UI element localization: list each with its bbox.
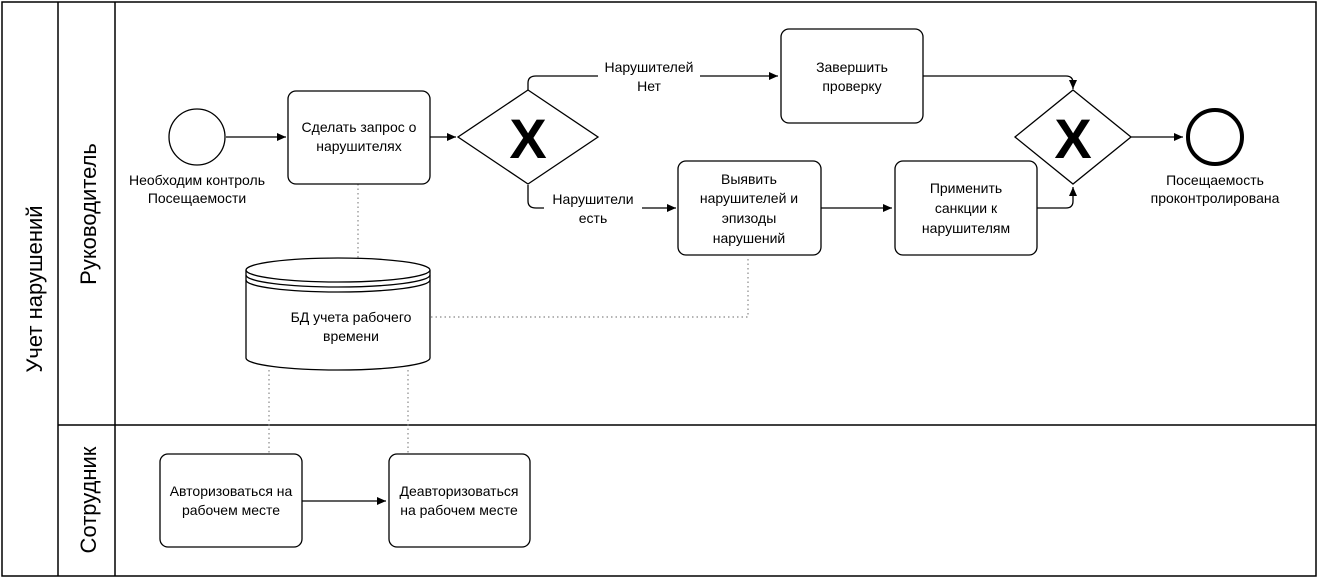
flow-label-has-violators: Нарушители есть xyxy=(544,189,642,227)
lane-title-employee: Сотрудник xyxy=(76,446,101,553)
end-event-label: Посещаемость проконтролирована xyxy=(1151,172,1280,206)
svg-text:Нет: Нет xyxy=(637,78,661,94)
svg-text:Деавторизоваться: Деавторизоваться xyxy=(400,483,519,499)
sequence-flows xyxy=(226,72,1183,505)
gateway-merge-x-icon: X xyxy=(1054,107,1091,170)
svg-text:проконтролирована: проконтролирована xyxy=(1151,190,1280,206)
svg-text:проверку: проверку xyxy=(822,78,881,94)
exclusive-gateway-merge[interactable] xyxy=(1013,89,1133,185)
task-identify-violators[interactable] xyxy=(677,160,822,256)
svg-text:на рабочем месте: на рабочем месте xyxy=(400,502,518,518)
svg-text:эпизоды: эпизоды xyxy=(722,210,777,226)
task-login-workplace-label: Авторизоваться на рабочем месте xyxy=(170,483,293,518)
exclusive-gateway-split[interactable] xyxy=(456,89,600,185)
datastore-work-time-db[interactable] xyxy=(245,257,431,371)
task-identify-violators-label: Выявить нарушителей и эпизоды нарушений xyxy=(700,171,798,246)
svg-text:нарушителях: нарушителях xyxy=(316,138,402,154)
task-finish-check-label: Завершить проверку xyxy=(816,59,888,94)
svg-text:нарушителям: нарушителям xyxy=(922,220,1010,236)
svg-text:есть: есть xyxy=(579,210,608,226)
svg-text:Авторизоваться на: Авторизоваться на xyxy=(170,483,293,499)
svg-text:санкции к: санкции к xyxy=(935,200,998,216)
svg-text:Применить: Применить xyxy=(930,180,1002,196)
task-finish-check[interactable] xyxy=(780,28,924,124)
task-apply-sanctions[interactable] xyxy=(894,160,1038,256)
svg-text:Выявить: Выявить xyxy=(721,171,777,187)
svg-text:нарушителей и: нарушителей и xyxy=(700,190,798,206)
task-apply-sanctions-label: Применить санкции к нарушителям xyxy=(922,180,1010,236)
svg-text:Нарушители: Нарушители xyxy=(552,191,633,207)
flow-finish-merge xyxy=(923,75,1077,89)
svg-text:Нарушителей: Нарушителей xyxy=(605,59,694,75)
lane-title-manager: Руководитель xyxy=(76,143,101,285)
end-event[interactable] xyxy=(1186,108,1244,166)
task-request-violators[interactable] xyxy=(287,90,431,185)
flow-sanctions-merge xyxy=(1037,187,1077,209)
pool-title: Учет нарушений xyxy=(22,205,47,372)
svg-text:нарушений: нарушений xyxy=(713,230,786,246)
svg-text:Посещаемость: Посещаемость xyxy=(1166,172,1264,188)
gateway-split-x-icon: X xyxy=(509,107,546,170)
svg-text:Посещаемости: Посещаемости xyxy=(148,190,246,206)
flow-gateway-identify xyxy=(527,185,676,212)
flow-gateway-finish xyxy=(527,72,778,92)
data-associations xyxy=(268,184,749,454)
svg-text:Необходим контроль: Необходим контроль xyxy=(129,172,265,188)
svg-text:Завершить: Завершить xyxy=(816,59,888,75)
datastore-db-icon xyxy=(245,257,431,283)
task-request-violators-label: Сделать запрос о нарушителях xyxy=(302,119,417,154)
task-logout-workplace-label: Деавторизоваться на рабочем месте xyxy=(400,483,519,518)
svg-text:БД учета рабочего: БД учета рабочего xyxy=(291,309,412,325)
task-login-workplace[interactable] xyxy=(159,453,303,548)
task-logout-workplace[interactable] xyxy=(388,453,531,548)
flow-label-no-violators: Нарушителей Нет xyxy=(598,58,700,96)
start-event-label: Необходим контроль Посещаемости xyxy=(129,172,265,206)
svg-text:времени: времени xyxy=(323,328,379,344)
datastore-label: БД учета рабочего времени xyxy=(291,309,412,344)
svg-text:рабочем месте: рабочем месте xyxy=(182,502,280,518)
svg-text:Сделать запрос о: Сделать запрос о xyxy=(302,119,417,135)
start-event[interactable] xyxy=(168,108,226,166)
